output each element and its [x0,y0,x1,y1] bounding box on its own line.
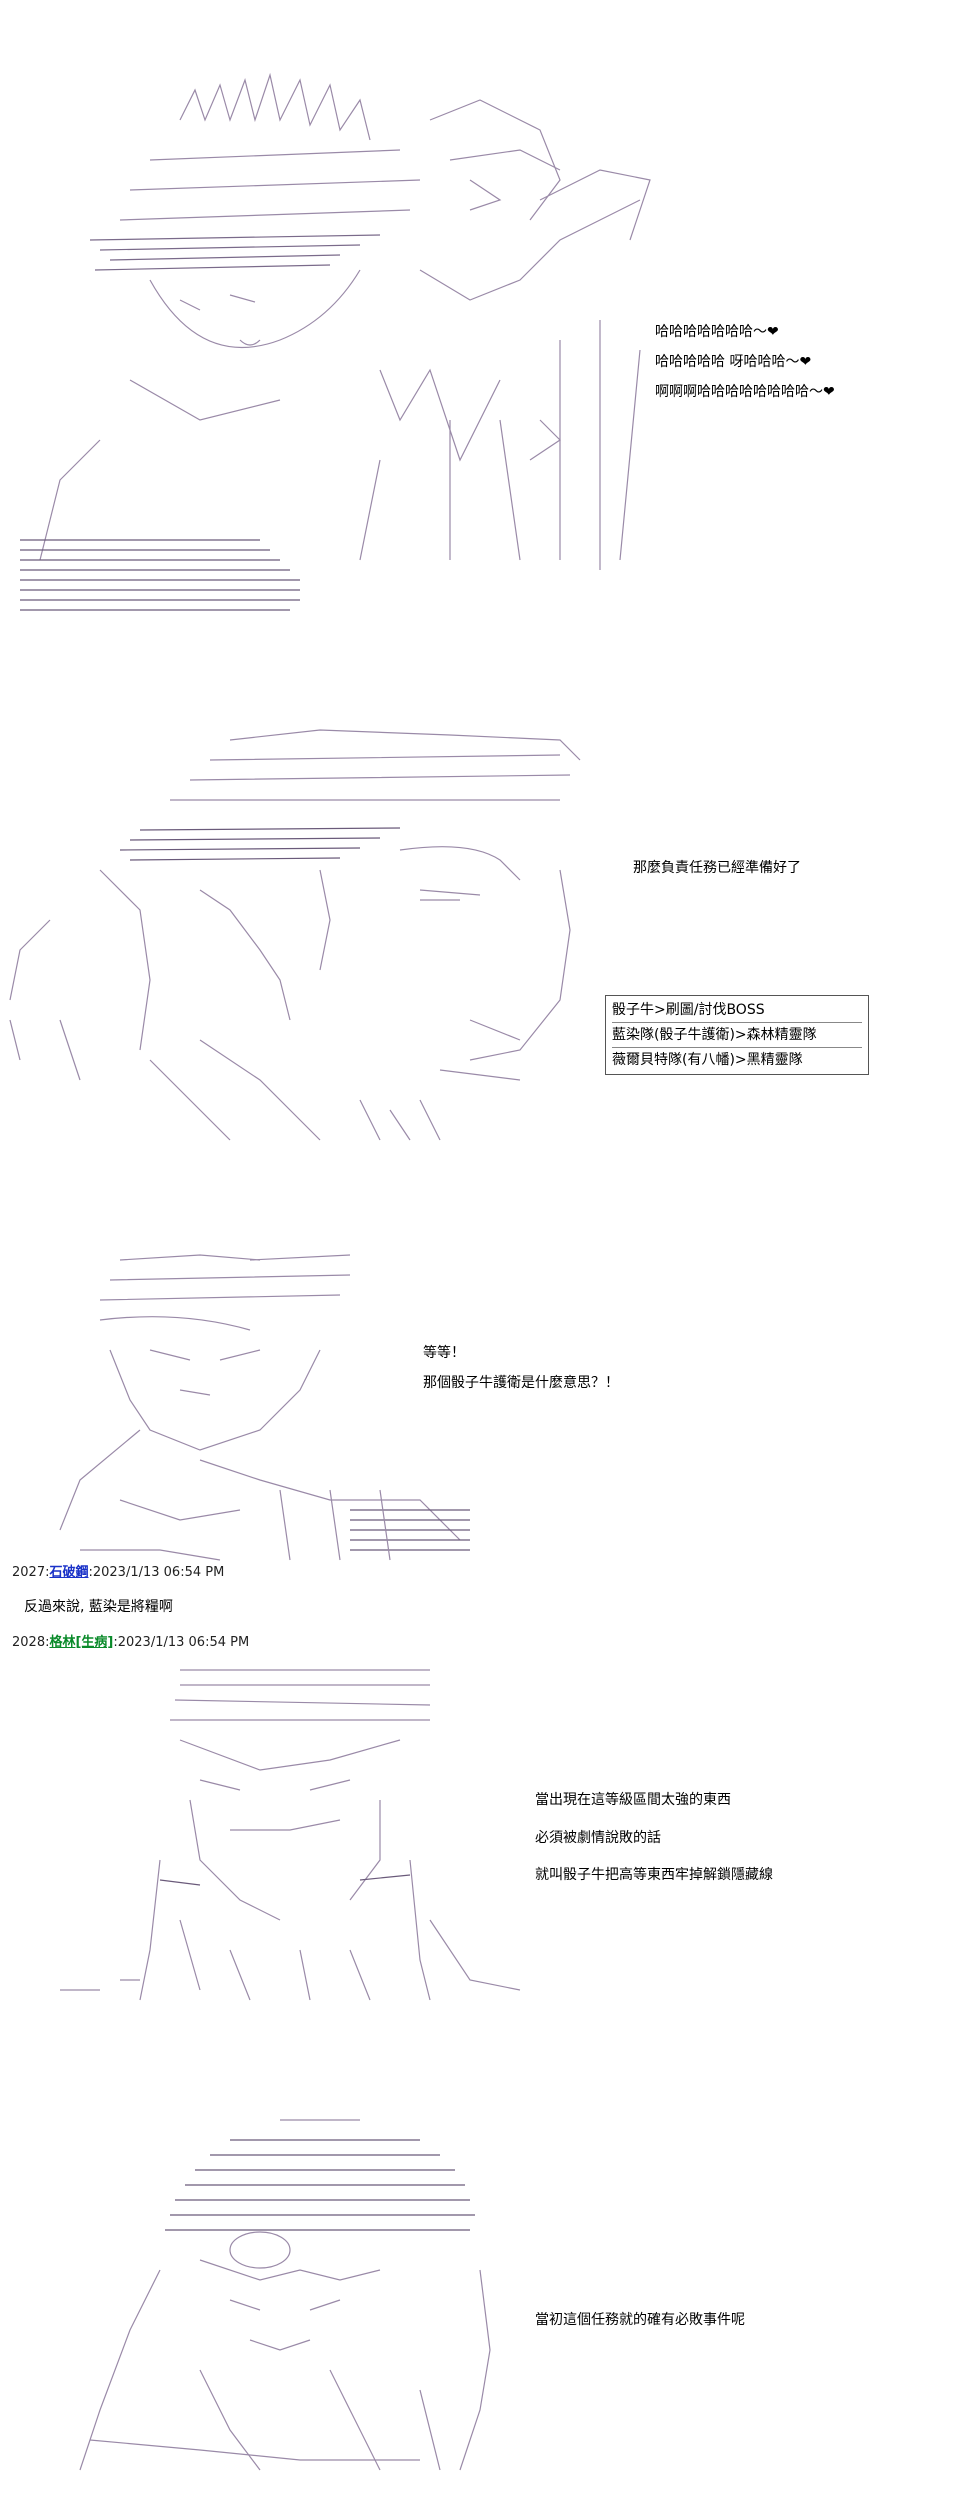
post-number: 2028: [12,1635,50,1650]
dialogue-line: 就叫骰子牛把高等東西牢掉解鎖隱藏線 [535,1867,773,1883]
panel-4: 當出現在這等級區間太強的東西 必須被劇情說敗的話 就叫骰子牛把高等東西牢掉解鎖隱… [0,1660,980,2020]
post-header: 2028:格林[生病]:2023/1/13 06:54 PM [12,1631,249,1650]
assignment-table: 骰子牛>刷圖/討伐BOSS 藍染隊(骰子牛護衛)>森林精靈隊 薇爾貝特隊(有八幡… [605,995,869,1075]
dialogue-line: 等等！ [423,1345,465,1361]
panel-5: 當初這個任務就的確有必敗事件呢 [0,2110,980,2490]
post-number: 2027: [12,1565,50,1580]
panel-1: 哈哈哈哈哈哈哈～❤ 哈哈哈哈哈 呀哈哈哈～❤ 啊啊啊哈哈哈哈哈哈哈哈～❤ [0,40,980,640]
assignment-row: 骰子牛>刷圖/討伐BOSS [612,998,862,1023]
dialogue-line: 那麼負責任務已經準備好了 [633,860,801,876]
ascii-art-serious-character [0,1660,560,2020]
post-author-link[interactable]: 石破鋼 [49,1565,89,1580]
post-header: 2027:石破鋼:2023/1/13 06:54 PM [12,1561,224,1580]
ascii-art-hooded-character [0,2110,520,2490]
ascii-art-laughing-characters [0,40,660,640]
post-author-link[interactable]: 格林[生病] [49,1635,114,1650]
dialogue-line: 哈哈哈哈哈哈哈～❤ [655,324,779,340]
dialogue-line: 當初這個任務就的確有必敗事件呢 [535,2312,745,2328]
panel-2: 那麼負責任務已經準備好了 骰子牛>刷圖/討伐BOSS 藍染隊(骰子牛護衛)>森林… [0,720,980,1160]
assignment-row: 藍染隊(骰子牛護衛)>森林精靈隊 [612,1023,862,1048]
dialogue-line: 那個骰子牛護衛是什麼意思？！ [423,1375,619,1391]
assignment-row: 薇爾貝特隊(有八幡)>黑精靈隊 [612,1052,803,1068]
dialogue-line: 必須被劇情說敗的話 [535,1830,661,1846]
dialogue-line: 啊啊啊哈哈哈哈哈哈哈哈～❤ [655,384,835,400]
post-body: 反過來說, 藍染是將糧啊 [24,1599,173,1615]
post-timestamp: :2023/1/13 06:54 PM [113,1635,250,1650]
ascii-art-surprised-character [0,1250,500,1570]
dialogue-line: 當出現在這等級區間太強的東西 [535,1792,731,1808]
post-timestamp: :2023/1/13 06:54 PM [88,1565,225,1580]
panel-3: 等等！ 那個骰子牛護衛是什麼意思？！ [0,1250,980,1570]
dialogue-line: 哈哈哈哈哈 呀哈哈哈～❤ [655,354,812,370]
ascii-art-character-portrait [0,720,620,1160]
